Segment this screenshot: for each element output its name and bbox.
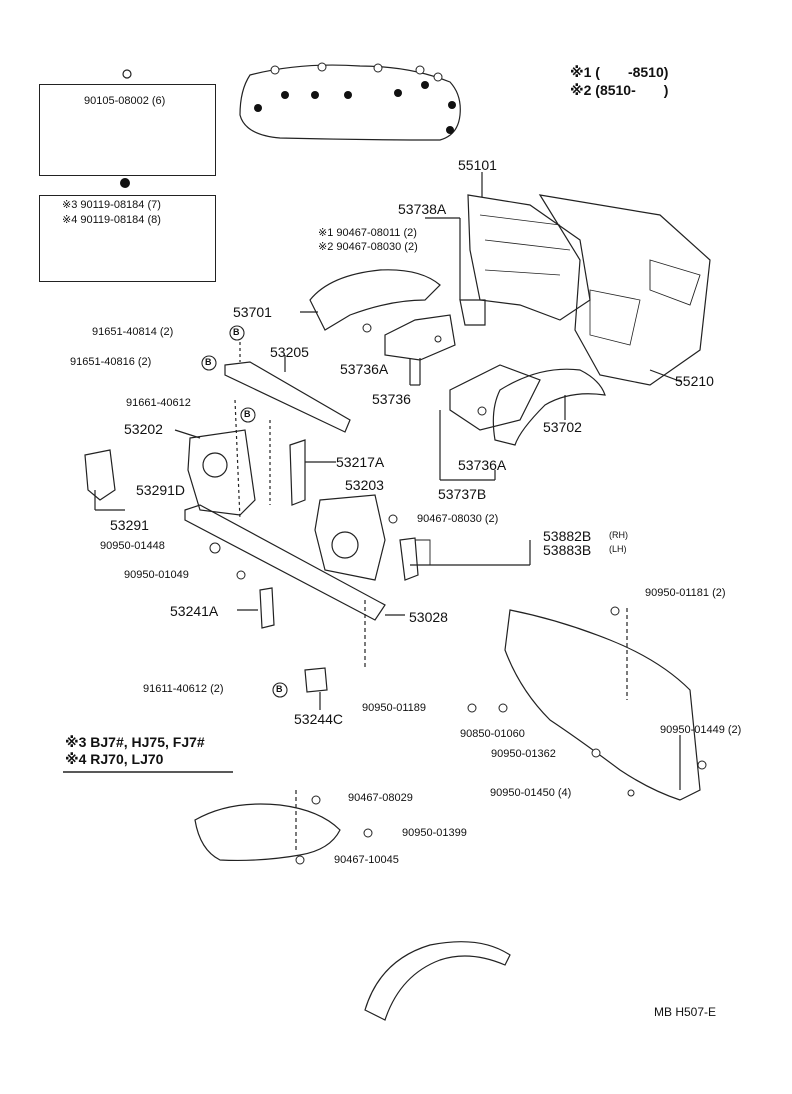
clip-b-3 [240, 407, 256, 423]
diagram-code: MB H507-E [654, 1005, 717, 1019]
legend-note-4: ※4 RJ70, LJ70 [65, 751, 164, 767]
part-label: 53241A [170, 603, 219, 619]
part-label: 90850-01060 [460, 728, 525, 740]
box2-line2: ※4 90119-08184 (8) [62, 214, 161, 226]
part-label: 90467-10045 [334, 854, 399, 866]
clip-marker-label: B [205, 357, 212, 367]
brace-53217A [289, 439, 306, 506]
legend-note-1: ※1 ( -8510) [570, 64, 669, 80]
part-label: (RH) [609, 530, 628, 540]
part-label: 91661-40612 [126, 397, 191, 409]
part-label: 53205 [270, 344, 309, 360]
clip-b-4 [272, 682, 288, 698]
part-label: 53291D [136, 482, 186, 498]
part-label: 90467-08029 [348, 792, 413, 804]
part-label: 90950-01189 [362, 702, 427, 714]
part-label: 90950-01362 [491, 748, 556, 760]
part-label: 91651-40814 (2) [92, 326, 174, 338]
bracket-53882B [399, 537, 419, 581]
part-label: 53882B [543, 528, 592, 544]
clip-marker-label: B [276, 684, 283, 694]
part-label: 53736A [340, 361, 389, 377]
part-label: (LH) [609, 544, 627, 554]
legend-note-3: ※3 BJ7#, HJ75, FJ7# [65, 734, 205, 750]
lower-shield [194, 803, 341, 862]
part-label: 53736 [372, 391, 411, 407]
hood-seal-outline [239, 64, 461, 141]
part-label: ※1 90467-08011 (2) [318, 227, 417, 239]
bracket-53241A [259, 587, 275, 629]
legend-note-2: ※2 (8510- ) [570, 82, 669, 98]
box1-label: 90105-08002 (6) [84, 95, 166, 107]
part-label: 53736A [458, 457, 507, 473]
part-label: 53883B [543, 542, 592, 558]
part-label: ※2 90467-08030 (2) [318, 241, 418, 253]
clip-b-1 [229, 325, 245, 341]
part-label: 53203 [345, 477, 384, 493]
crossmember-53028 [184, 504, 386, 621]
part-label: 90467-08030 (2) [417, 513, 499, 525]
part-label: 53737B [438, 486, 487, 502]
part-label: 53244C [294, 711, 344, 727]
hood-lock-53291 [84, 449, 116, 501]
bracket-53244C [304, 667, 328, 693]
marker-circle [122, 69, 132, 79]
part-label: 53028 [409, 609, 448, 625]
fender-panel-55210 [538, 194, 711, 386]
part-label: 53701 [233, 304, 272, 320]
support-53203 [314, 494, 386, 581]
part-label: 91611-40612 (2) [143, 683, 224, 695]
part-label: 90950-01448 [100, 540, 165, 552]
fender-apron-55101 [467, 194, 591, 321]
fender-liner-bottom [364, 941, 511, 1021]
bracket-53736A [384, 314, 456, 361]
part-label: 53702 [543, 419, 582, 435]
part-label: 55210 [675, 373, 714, 389]
part-label: 90950-01450 (4) [490, 787, 572, 799]
inset-box-1 [39, 84, 216, 176]
part-label: 91651-40816 (2) [70, 356, 152, 368]
part-label: 53202 [124, 421, 163, 437]
part-label: 90950-01181 (2) [645, 587, 726, 599]
clip-marker-label: B [244, 409, 251, 419]
part-label: 90950-01399 [402, 827, 467, 839]
part-label: 53291 [110, 517, 149, 533]
splash-shield [504, 609, 701, 801]
inset-box-2 [39, 195, 216, 282]
part-label: 90950-01049 [124, 569, 189, 581]
wheelhouse-53702 [492, 368, 606, 446]
box2-line1: ※3 90119-08184 (7) [62, 199, 161, 211]
part-label: 53738A [398, 201, 447, 217]
apron-53737B [449, 364, 541, 431]
clip-marker-label: B [233, 327, 240, 337]
clip-b-2 [201, 355, 217, 371]
marker-dot [120, 178, 130, 188]
apron-53701 [309, 269, 441, 331]
part-label: 53217A [336, 454, 385, 470]
support-53202 [187, 429, 256, 516]
bracket-53738A [459, 299, 486, 326]
part-label: 90950-01449 (2) [660, 724, 742, 736]
part-label: 55101 [458, 157, 497, 173]
support-53205 [224, 361, 351, 433]
